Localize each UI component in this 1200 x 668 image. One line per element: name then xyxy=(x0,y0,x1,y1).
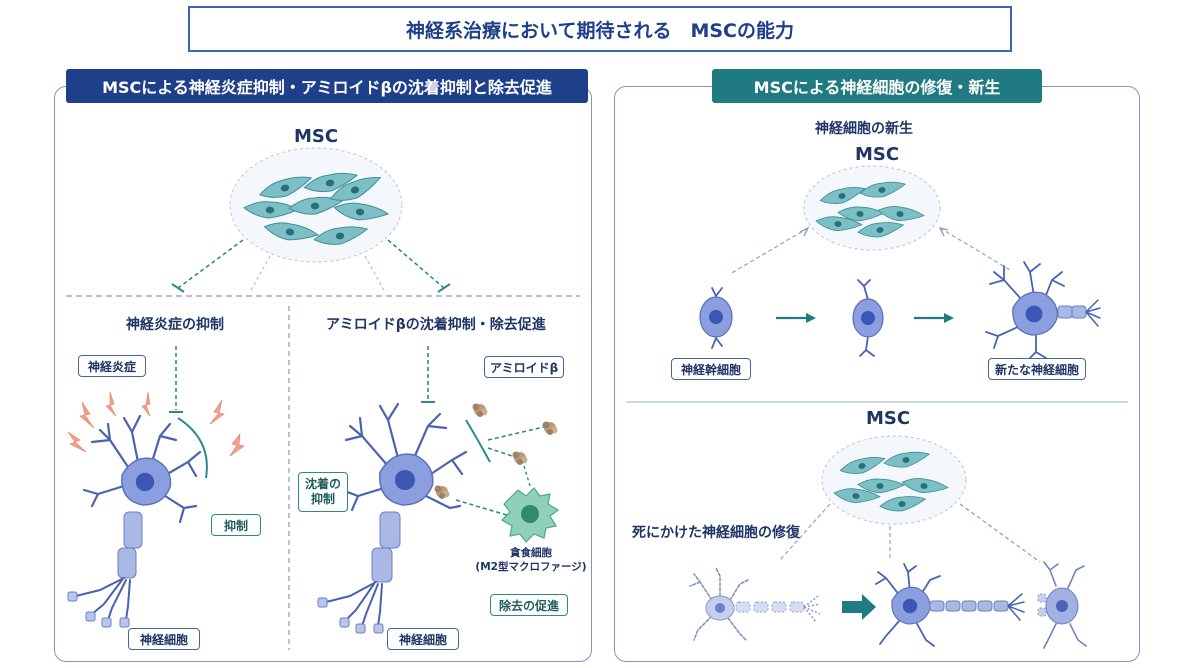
sub1-title: 神経炎症の抑制 xyxy=(126,317,224,333)
tag-new-neuron: 新たな神経細胞 xyxy=(988,358,1086,380)
right-top-msc: MSC xyxy=(855,144,900,165)
left-banner: MSCによる神経炎症抑制・アミロイドβの沈着抑制と除去促進 xyxy=(66,69,588,103)
tag-neuron-right: 神経細胞 xyxy=(387,628,459,650)
macrophage-label: 貪食細胞 (M2型マクロファージ) xyxy=(472,546,590,574)
right-banner: MSCによる神経細胞の修復・新生 xyxy=(712,69,1042,103)
right-top-title: 神経細胞の新生 xyxy=(815,121,913,137)
tag-removal: 除去の促進 xyxy=(490,594,568,616)
right-bottom-title: 死にかけた神経細胞の修復 xyxy=(632,525,800,541)
tag-stem-cell: 神経幹細胞 xyxy=(671,358,751,380)
left-msc-label: MSC xyxy=(294,126,339,147)
tag-deposit-line1: 沈着の xyxy=(304,477,341,491)
tag-inflammation: 神経炎症 xyxy=(78,355,146,377)
macrophage-line2: (M2型マクロファージ) xyxy=(475,561,587,573)
sub2-title: アミロイドβの沈着抑制・除去促進 xyxy=(326,317,546,333)
tag-amyloid: アミロイドβ xyxy=(484,356,564,378)
tag-deposit-suppress: 沈着の 抑制 xyxy=(298,472,348,512)
main-title: 神経系治療において期待される MSCの能力 xyxy=(188,6,1012,52)
macrophage-line1: 貪食細胞 xyxy=(510,547,552,559)
tag-deposit-line2: 抑制 xyxy=(310,492,335,506)
right-bottom-msc: MSC xyxy=(866,408,911,429)
tag-suppress: 抑制 xyxy=(211,514,261,536)
tag-neuron-left: 神経細胞 xyxy=(128,628,200,650)
